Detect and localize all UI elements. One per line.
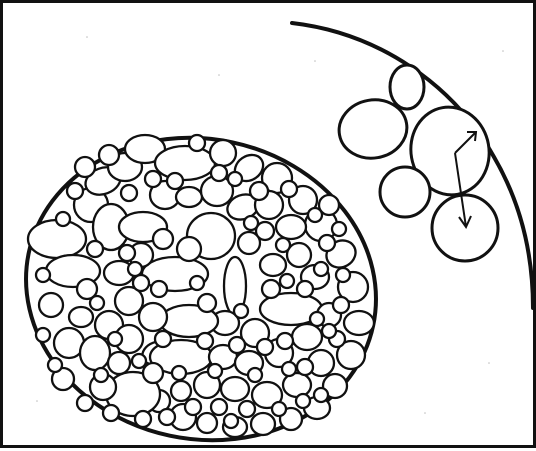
speckle (218, 74, 220, 76)
cluster-particle (171, 381, 191, 401)
cluster-particle (198, 294, 216, 312)
particle-packing-diagram (3, 3, 536, 451)
cluster-particle (39, 293, 63, 317)
cluster-particle (159, 409, 175, 425)
cluster-particle (177, 237, 201, 261)
cluster-particle (336, 268, 350, 282)
cluster-particle (314, 262, 328, 276)
cluster-particle (128, 262, 142, 276)
cluster-particle (80, 336, 110, 370)
cluster-particle (319, 235, 335, 251)
cluster-particle (36, 268, 50, 282)
cluster-particle (229, 337, 245, 353)
packed-particle-cluster (3, 106, 404, 451)
cluster-particle (297, 359, 313, 375)
cluster-particle (189, 135, 205, 151)
cluster-particle (332, 222, 346, 236)
cluster-particle (282, 362, 296, 376)
cluster-particle (333, 297, 349, 313)
cluster-particle (260, 254, 286, 276)
cluster-particle (322, 324, 336, 338)
cluster-particle (94, 368, 108, 382)
speckle (86, 36, 88, 38)
cluster-particle (239, 401, 255, 417)
cluster-particle (176, 187, 202, 207)
cluster-particle (251, 413, 275, 435)
cluster-particle (172, 366, 186, 380)
cluster-particle (75, 157, 95, 177)
cluster-particle (277, 333, 293, 349)
cluster-particle (119, 245, 135, 261)
cluster-particle (108, 332, 122, 346)
cluster-particle (276, 215, 306, 239)
cluster-particle (210, 140, 236, 166)
cluster-particle (56, 212, 70, 226)
cluster-particle (250, 182, 268, 200)
cluster-particle (308, 208, 322, 222)
cluster-particle (153, 229, 173, 249)
cluster-particle (211, 165, 227, 181)
cluster-particle (133, 275, 149, 291)
cluster-particle (197, 333, 213, 349)
cluster-particle (77, 395, 93, 411)
cluster-particle (145, 171, 161, 187)
cluster-particle (108, 352, 130, 374)
cluster-particle (344, 311, 374, 335)
cluster-particle (185, 399, 201, 415)
lower-left-particle (380, 167, 430, 217)
cluster-particle (262, 280, 280, 298)
cluster-particle (151, 281, 167, 297)
cluster-particle (139, 303, 167, 331)
speckle (488, 362, 490, 364)
speckle (314, 60, 316, 62)
cluster-particle (135, 411, 151, 427)
cluster-particle (281, 181, 297, 197)
cluster-particle (190, 276, 204, 290)
cluster-particle (167, 173, 183, 189)
speckle (424, 412, 426, 414)
cluster-particle (292, 324, 322, 350)
top-small-particle (390, 65, 424, 109)
cluster-particle (248, 368, 262, 382)
cluster-particle (244, 216, 258, 230)
cluster-particle (276, 238, 290, 252)
cluster-particle (280, 274, 294, 288)
cluster-particle (143, 363, 163, 383)
cluster-particle (99, 145, 119, 165)
cluster-particle (297, 281, 313, 297)
cluster-particle (69, 307, 93, 327)
cluster-particle (121, 185, 137, 201)
cluster-particle (228, 172, 242, 186)
cluster-particle (234, 304, 248, 318)
cluster-particle (36, 328, 50, 342)
cluster-particle (67, 183, 83, 199)
cluster-particle (208, 364, 222, 378)
cluster-particle (272, 402, 286, 416)
cluster-particle (155, 146, 215, 180)
cluster-particle (48, 358, 62, 372)
speckle (36, 400, 38, 402)
cluster-particle (155, 331, 171, 347)
cluster-particle (257, 339, 273, 355)
cluster-particle (221, 377, 249, 401)
speckle (502, 50, 504, 52)
cluster-particle (224, 414, 238, 428)
cluster-particle (103, 405, 119, 421)
cluster-particle (90, 296, 104, 310)
cluster-particle (197, 413, 217, 433)
lower-right-particle (432, 195, 498, 261)
cluster-particle (28, 220, 86, 258)
cluster-particle (296, 394, 310, 408)
cluster-particle (87, 241, 103, 257)
cluster-particle (314, 388, 328, 402)
cluster-particle (310, 312, 324, 326)
cluster-particle (132, 354, 146, 368)
cluster-particle (211, 399, 227, 415)
